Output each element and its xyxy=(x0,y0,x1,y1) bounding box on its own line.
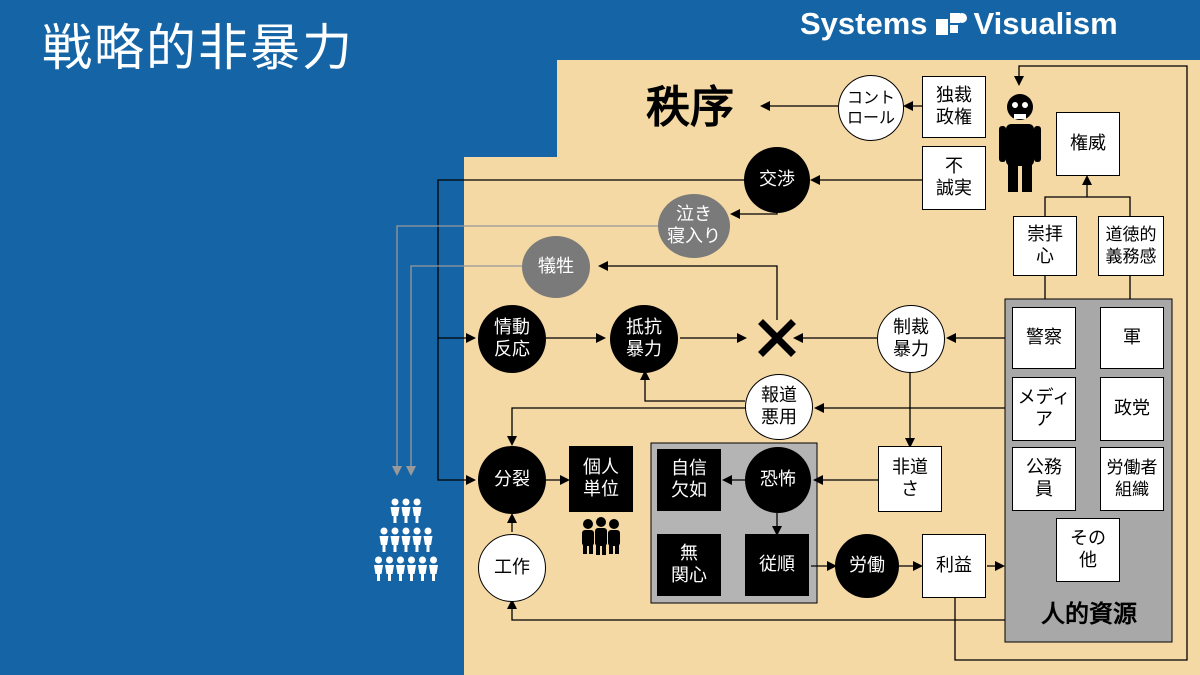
sacrifice-node: 犠牲 xyxy=(522,236,590,298)
person-head xyxy=(375,556,382,564)
indifference-node: 無 関心 xyxy=(657,534,721,596)
other-node: その 他 xyxy=(1056,518,1120,582)
sanction-node: 制裁 暴力 xyxy=(877,305,945,373)
person-head xyxy=(391,498,399,506)
people-pyramid-icon xyxy=(374,498,438,581)
worship-node: 崇拝 心 xyxy=(1013,216,1077,276)
skull-person-icon xyxy=(999,94,1041,192)
person-body xyxy=(390,507,400,523)
person-body xyxy=(407,565,416,581)
dictator-node: 独裁 政権 xyxy=(922,76,986,138)
party-node: 政党 xyxy=(1100,377,1164,441)
person-head xyxy=(413,498,421,506)
labor-node: 労働 xyxy=(835,534,899,598)
individual-node: 個人 単位 xyxy=(569,446,633,512)
obedience-node: 従順 xyxy=(745,534,809,596)
control-node: コント ロール xyxy=(838,75,904,141)
military-node: 軍 xyxy=(1100,307,1164,369)
person-body xyxy=(412,507,422,523)
sabotage-node: 工作 xyxy=(478,534,546,602)
slide-title: 戦略的非暴力 xyxy=(42,19,354,77)
resist-node: 抵抗 暴力 xyxy=(610,305,678,373)
person-head xyxy=(391,527,399,535)
misuse-node: 報道 悪用 xyxy=(745,374,813,440)
human-resources-label: 人的資源 xyxy=(1041,600,1137,628)
authority-node: 権威 xyxy=(1056,112,1120,176)
fear-node: 恐怖 xyxy=(745,447,811,513)
person-head xyxy=(402,498,410,506)
person-head xyxy=(419,556,426,564)
person-body xyxy=(379,536,389,552)
person-body xyxy=(412,536,422,552)
media-node: メディ ア xyxy=(1012,377,1076,441)
person-head xyxy=(386,556,393,564)
person-body xyxy=(396,565,405,581)
person-body xyxy=(429,565,438,581)
person-body xyxy=(418,565,427,581)
person-body xyxy=(401,536,411,552)
person-body xyxy=(423,536,433,552)
inhumanity-node: 非道 さ xyxy=(878,446,942,512)
brand-logo: Systems Visualism xyxy=(800,6,1118,42)
person-body xyxy=(401,507,411,523)
person-head xyxy=(424,527,432,535)
order-label: 秩序 xyxy=(646,82,734,133)
division-node: 分裂 xyxy=(478,446,546,514)
person-body xyxy=(390,536,400,552)
systems-visualism-logo xyxy=(935,13,967,35)
moral-duty-node: 道徳的 義務感 xyxy=(1098,216,1164,276)
person-head xyxy=(380,527,388,535)
person-head xyxy=(408,556,415,564)
person-head xyxy=(397,556,404,564)
union-node: 労働者 組織 xyxy=(1100,447,1164,511)
civil-servant-node: 公務 員 xyxy=(1012,447,1076,511)
person-body xyxy=(374,565,383,581)
person-body xyxy=(385,565,394,581)
profit-node: 利益 xyxy=(922,534,986,598)
dishonesty-node: 不 誠実 xyxy=(922,146,986,210)
group-icon xyxy=(582,517,620,555)
brand-text-right: Visualism xyxy=(973,6,1118,41)
brand-text-left: Systems xyxy=(800,6,928,41)
emotion-node: 情動 反応 xyxy=(478,305,546,373)
police-node: 警察 xyxy=(1012,307,1076,369)
person-head xyxy=(402,527,410,535)
confidence-node: 自信 欠如 xyxy=(657,449,721,511)
x-mark-icon xyxy=(758,319,796,357)
person-head xyxy=(413,527,421,535)
person-head xyxy=(430,556,437,564)
cry-node: 泣き 寝入り xyxy=(658,194,730,258)
negotiation-node: 交渉 xyxy=(744,147,810,213)
